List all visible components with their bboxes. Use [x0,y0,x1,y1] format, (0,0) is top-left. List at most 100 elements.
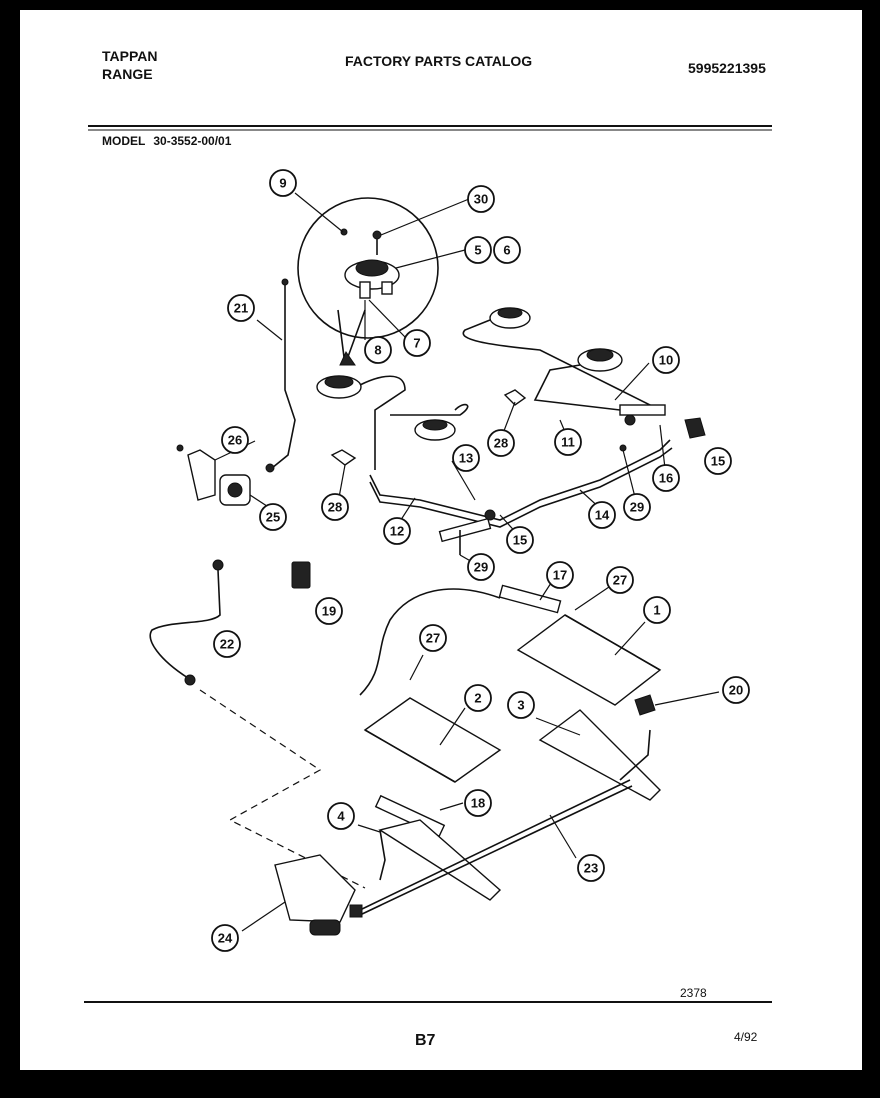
callout-circle [464,789,492,817]
callout-27: 27 [419,624,447,652]
callout-circle [588,501,616,529]
callout-30: 30 [467,185,495,213]
callout-circle [554,428,582,456]
callout-label: 22 [220,637,234,652]
callout-1: 1 [643,596,671,624]
callout-circle [467,185,495,213]
callout-circle [419,624,447,652]
callout-label: 19 [322,604,336,619]
model-label: MODEL [102,134,146,148]
callout-circle [704,447,732,475]
callout-circle [652,464,680,492]
part-4-burner [378,819,502,901]
part-22-tube [149,569,221,679]
callout-label: 26 [228,433,242,448]
callout-label: 10 [659,353,673,368]
callout-circle [722,676,750,704]
callout-label: 29 [474,560,488,575]
callout-label: 24 [218,931,233,946]
callout-circle [652,346,680,374]
callout-label: 28 [328,500,342,515]
callout-28: 28 [487,429,515,457]
part-3-burner [538,709,661,801]
callout-18: 18 [464,789,492,817]
detail-magnifier [297,197,439,366]
callout-circle [211,924,239,952]
part-16 [684,417,706,439]
callout-label: 21 [234,301,248,316]
callout-label: 11 [561,435,575,450]
part-19 [291,561,311,589]
callout-label: 27 [613,573,627,588]
callout-21: 21 [227,294,255,322]
callout-circle [321,493,349,521]
part-23-line [359,779,631,911]
callout-7: 7 [403,329,431,357]
catalog-number: 5995221395 [688,60,766,76]
callout-15: 15 [704,447,732,475]
callout-circle [213,630,241,658]
callout-17: 17 [546,561,574,589]
part-21-rod [271,285,296,469]
callout-circle [643,596,671,624]
callout-15: 15 [506,526,534,554]
callout-label: 2 [474,691,481,706]
callout-label: 5 [474,243,481,258]
callout-29: 29 [467,553,495,581]
callout-9: 9 [269,169,297,197]
surface-burners [316,307,661,470]
callout-circle [259,503,287,531]
callout-14: 14 [588,501,616,529]
callout-label: 17 [553,568,567,583]
callout-19: 19 [315,597,343,625]
callout-4: 4 [327,802,355,830]
catalog-title: FACTORY PARTS CATALOG [345,53,533,69]
callout-label: 15 [513,533,527,548]
leader-lines [214,192,720,932]
callout-label: 6 [503,243,510,258]
callout-25: 25 [259,503,287,531]
callout-circle [467,553,495,581]
callout-circle [364,336,392,364]
callout-label: 9 [279,176,286,191]
callout-label: 28 [494,436,508,451]
callout-label: 29 [630,500,644,515]
callout-2: 2 [464,684,492,712]
callout-circle [403,329,431,357]
callout-circle [464,236,492,264]
callout-circle [464,684,492,712]
callout-circle [606,566,634,594]
callout-27: 27 [606,566,634,594]
part-24-valve [274,854,363,936]
callout-label: 12 [390,524,404,539]
callout-label: 16 [659,471,673,486]
callout-8: 8 [364,336,392,364]
callout-label: 27 [426,631,440,646]
callout-label: 1 [653,603,660,618]
callout-label: 7 [413,336,420,351]
callout-circle [577,854,605,882]
callout-circle [227,294,255,322]
callout-circle [623,493,651,521]
callout-20: 20 [722,676,750,704]
page-number: B7 [415,1032,436,1049]
exploded-parts-diagram: 9305678212625281011151613121429281529192… [84,125,772,1003]
part-20 [634,694,656,716]
part-17-harness [359,588,501,696]
callout-29: 29 [623,493,651,521]
callout-label: 18 [471,796,485,811]
callout-circle [493,236,521,264]
callout-label: 8 [374,343,381,358]
callout-3: 3 [507,691,535,719]
callout-label: 14 [595,508,610,523]
callout-circle [487,429,515,457]
callout-circle [546,561,574,589]
callout-label: 15 [711,454,725,469]
callout-circle [269,169,297,197]
callout-13: 13 [452,444,480,472]
callout-10: 10 [652,346,680,374]
callout-circle [452,444,480,472]
callout-24: 24 [211,924,239,952]
